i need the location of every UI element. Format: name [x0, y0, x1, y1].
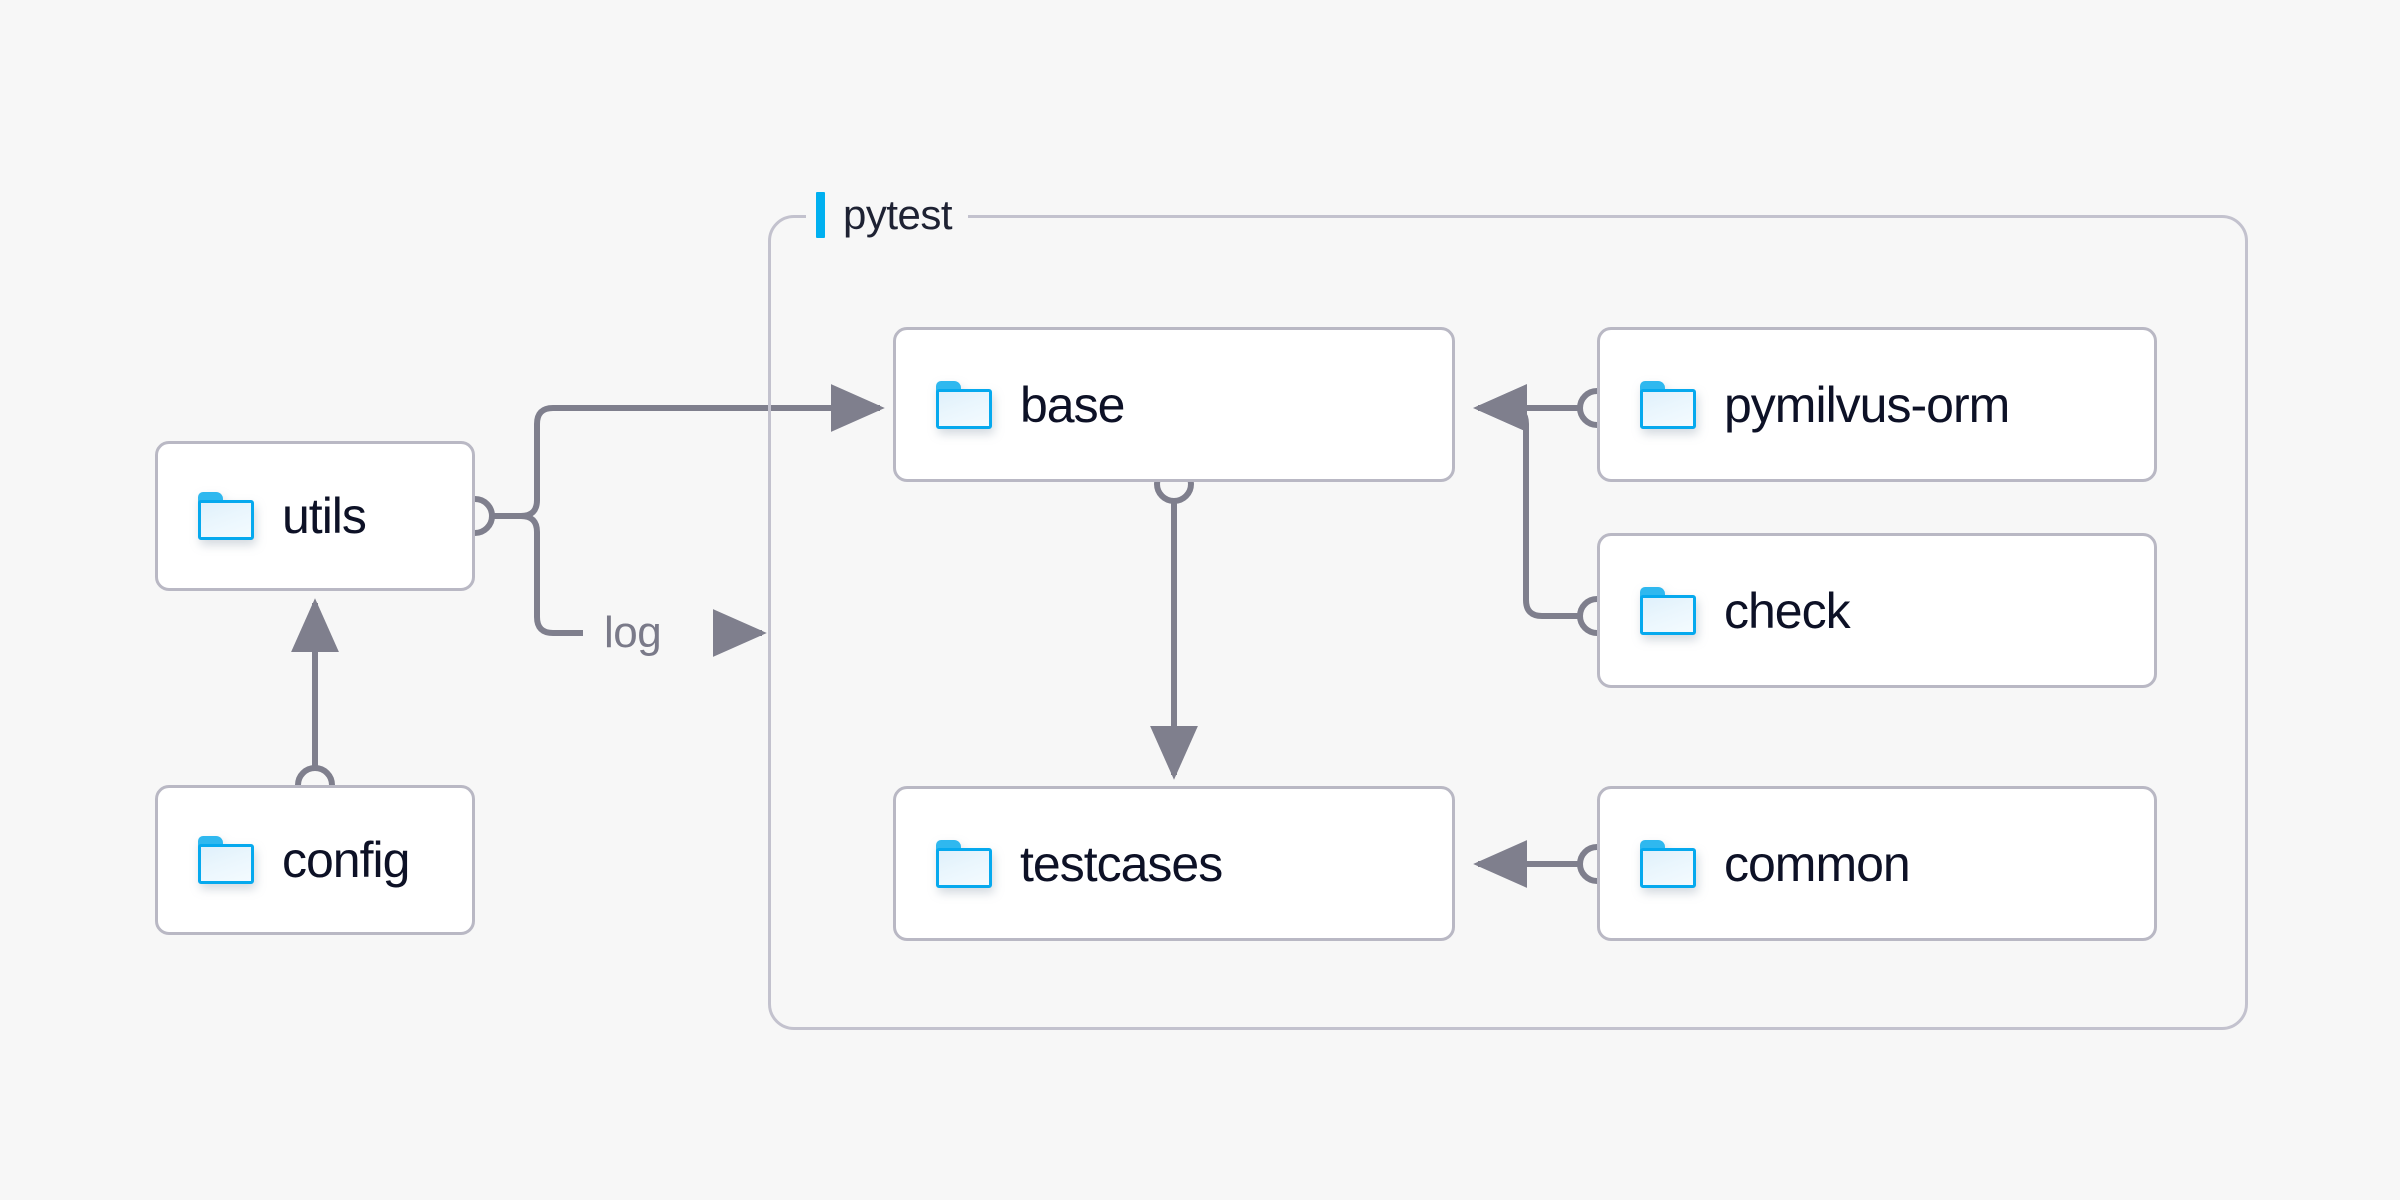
edge-label-log: log [604, 608, 662, 657]
node-pymilvus-orm[interactable]: pymilvus-orm [1597, 327, 2157, 482]
node-label-config: config [282, 832, 410, 888]
group-pytest-label: pytest [806, 188, 969, 242]
edge-config-to-utils [291, 598, 339, 805]
folder-icon [1640, 380, 1696, 429]
node-common[interactable]: common [1597, 786, 2157, 941]
node-label-utils: utils [282, 488, 367, 544]
node-base[interactable]: base [893, 327, 1455, 482]
folder-icon [936, 380, 992, 429]
folder-icon [936, 839, 992, 888]
node-label-testcases: testcases [1020, 835, 1223, 892]
folder-icon [1640, 586, 1696, 635]
folder-icon [198, 836, 254, 884]
group-title-text: pytest [843, 191, 953, 238]
node-label-pymilvus-orm: pymilvus-orm [1724, 376, 2010, 433]
node-label-base: base [1020, 376, 1125, 433]
node-check[interactable]: check [1597, 533, 2157, 688]
group-pytest [768, 215, 2248, 1030]
group-accent-bar [816, 192, 825, 238]
node-label-check: check [1724, 582, 1851, 639]
folder-icon [1640, 839, 1696, 888]
folder-icon [198, 492, 254, 540]
node-label-common: common [1724, 835, 1911, 892]
node-utils[interactable]: utils [155, 441, 475, 591]
node-testcases[interactable]: testcases [893, 786, 1455, 941]
node-config[interactable]: config [155, 785, 475, 935]
